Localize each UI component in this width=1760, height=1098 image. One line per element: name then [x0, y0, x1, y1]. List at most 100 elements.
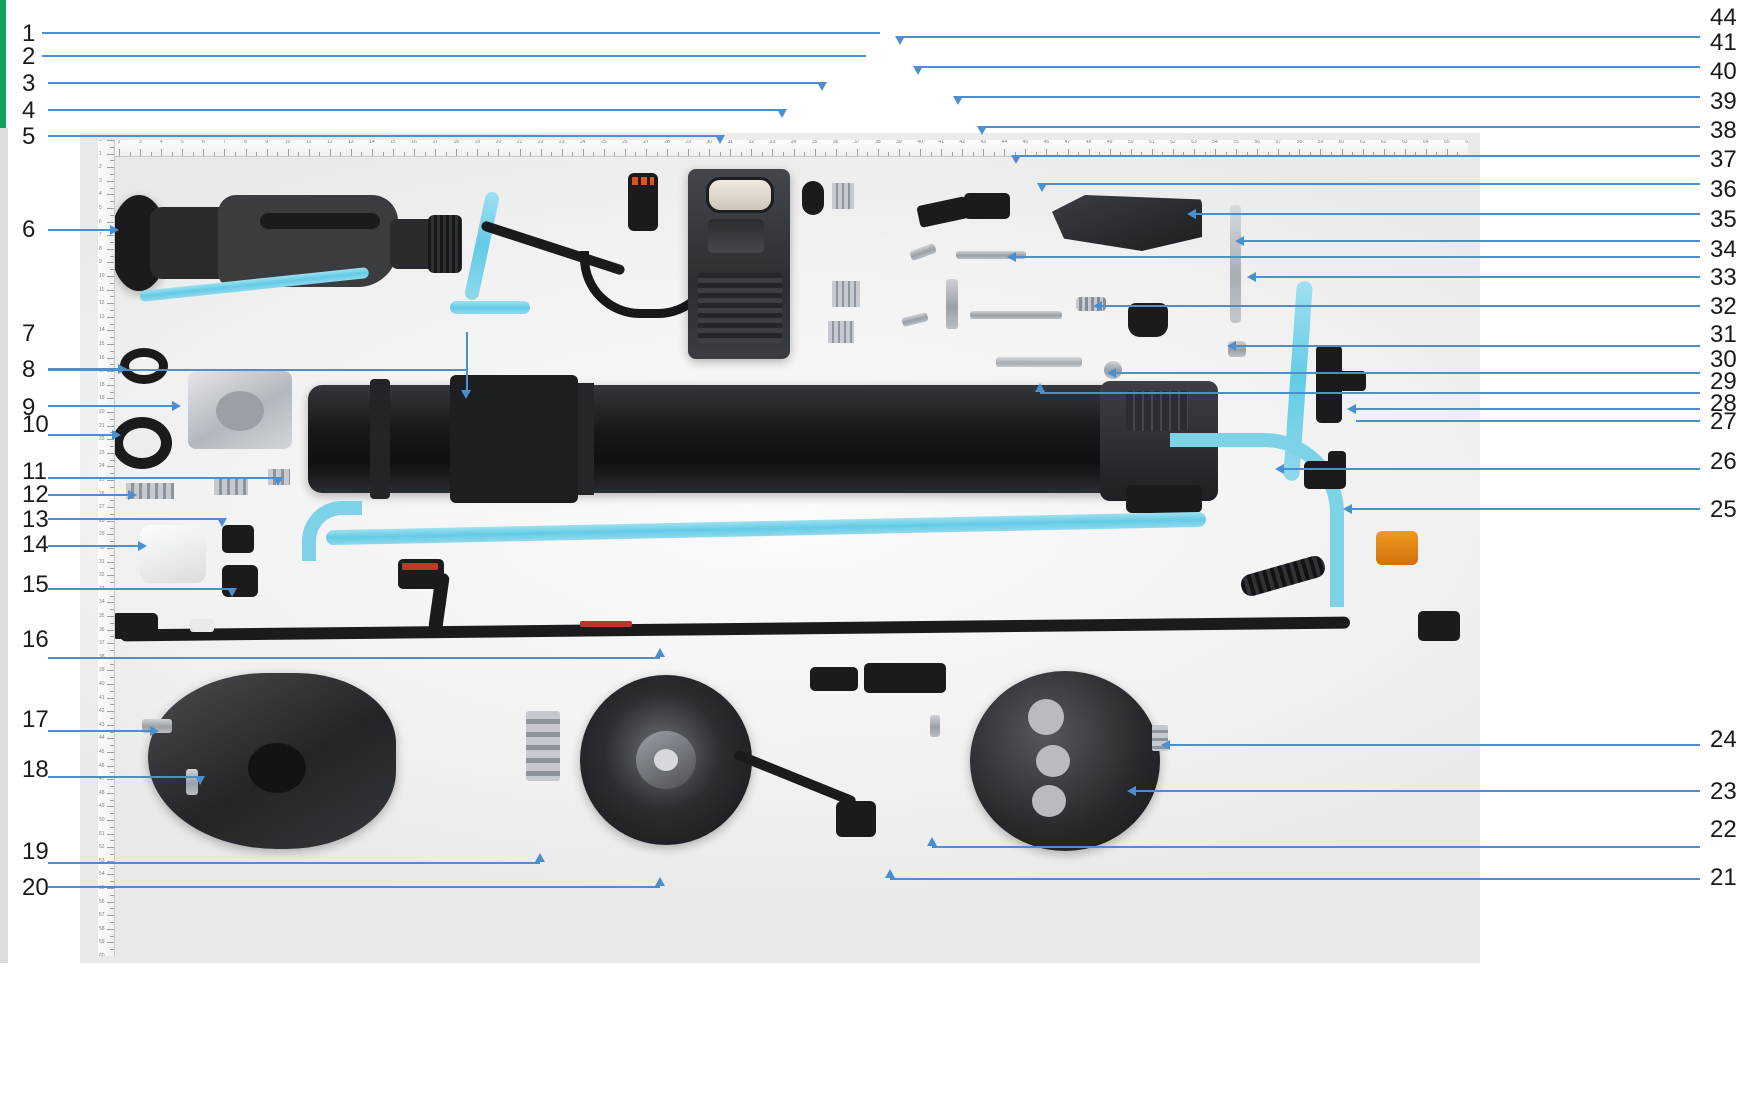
ruler-label: 44: [1001, 140, 1008, 145]
ruler-tick: [1035, 152, 1037, 156]
part-gun-connector-keys: [632, 177, 654, 185]
ruler-tick: [593, 152, 595, 156]
callout-arrow-28: [1347, 404, 1356, 414]
ruler-label: 56: [1254, 140, 1260, 145]
ruler-label: 62: [1380, 140, 1387, 145]
ruler-tick: [1267, 152, 1269, 156]
ruler-label: 55: [99, 885, 105, 891]
callout-label-40: 40: [1710, 58, 1737, 85]
callout-arrow-3: [817, 82, 827, 91]
callout-label-1: 1: [22, 20, 36, 47]
ruler-tick: [110, 527, 114, 529]
ruler-label: 7: [223, 140, 226, 145]
ruler-tick: [110, 187, 114, 189]
ruler-tick: [1215, 149, 1217, 156]
ruler-tick: [107, 357, 114, 359]
ruler-tick: [110, 840, 114, 842]
ruler-tick: [319, 152, 321, 156]
callout-leader-v-7: [466, 332, 468, 390]
ruler-tick: [110, 554, 114, 556]
callout-label-2: 2: [22, 43, 36, 70]
left-edge-strip: [0, 128, 8, 963]
ruler-tick: [993, 152, 995, 156]
callout-label-30: 30: [1710, 346, 1737, 373]
ruler-label: 6: [99, 218, 102, 225]
ruler-tick: [110, 201, 114, 203]
ruler-label: 55: [1233, 140, 1239, 145]
ruler-tick: [110, 446, 114, 447]
callout-arrow-9: [172, 401, 181, 411]
ruler-tick: [1004, 149, 1006, 156]
ruler-tick: [1341, 149, 1343, 156]
ruler-tick: [107, 860, 114, 862]
callout-label-36: 36: [1710, 176, 1737, 203]
part-lever-arm: [964, 193, 1010, 219]
ruler-label: 58: [99, 925, 105, 932]
ruler-tick: [107, 520, 114, 522]
ruler-label: 66: [1465, 140, 1468, 145]
ruler-tick: [107, 425, 114, 427]
ruler-tick: [107, 901, 114, 903]
ruler-label: 54: [99, 871, 105, 878]
ruler-tick: [477, 149, 479, 156]
ruler-tick: [1331, 152, 1332, 156]
ruler-tick: [656, 152, 658, 156]
ruler-label: 49: [99, 803, 105, 810]
ruler-tick: [1078, 152, 1080, 156]
callout-label-16: 16: [22, 626, 49, 653]
ruler-tick: [266, 149, 268, 156]
ruler-label: 58: [1296, 140, 1303, 145]
ruler-tick: [110, 418, 114, 420]
ruler-tick: [110, 160, 114, 162]
ruler-label: 29: [99, 531, 105, 538]
callout-arrow-21: [885, 869, 895, 878]
ruler-tick: [361, 152, 363, 156]
ruler-tick: [150, 152, 152, 156]
ruler-tick: [709, 149, 711, 156]
part-control-box-window: [706, 177, 774, 213]
ruler-tick: [107, 303, 114, 305]
ruler-label: 57: [1275, 140, 1282, 145]
ruler-tick: [107, 194, 114, 196]
ruler-label: 3: [99, 177, 102, 184]
ruler-label: 40: [917, 140, 923, 145]
ruler-tick: [107, 221, 114, 223]
callout-leader-39: [982, 126, 1700, 128]
ruler-tick: [867, 152, 869, 156]
callout-label-14: 14: [22, 531, 49, 558]
part-bolt-long-b: [970, 311, 1062, 319]
ruler-label: 51: [99, 830, 105, 837]
ruler-tick: [110, 350, 114, 352]
ruler-label: 47: [1064, 140, 1071, 145]
ruler-tick: [110, 650, 114, 651]
callout-arrow-25: [1343, 504, 1352, 514]
part-moulded-cover-bore: [248, 743, 306, 793]
ruler-tick: [466, 152, 468, 156]
ruler-tick: [551, 152, 553, 156]
part-clip-b: [864, 663, 946, 693]
ruler-label: 41: [938, 140, 944, 145]
ruler-tick: [530, 152, 532, 156]
ruler-tick: [107, 588, 114, 590]
ruler-tick: [856, 149, 858, 156]
callout-label-31: 31: [1710, 321, 1737, 348]
ruler-tick: [730, 149, 732, 156]
ruler-label: 52: [99, 844, 105, 851]
ruler-tick: [107, 316, 114, 318]
part-black-nut-a: [222, 525, 254, 553]
ruler-tick: [761, 152, 763, 156]
ruler-tick: [107, 602, 114, 604]
ruler-label: 48: [1085, 140, 1092, 145]
ruler-tick: [814, 149, 816, 156]
ruler-label: 14: [369, 140, 375, 145]
ruler-tick: [110, 459, 114, 461]
ruler-tick: [107, 915, 114, 917]
ruler-tick: [350, 149, 352, 156]
ruler-tick: [340, 152, 342, 156]
callout-label-29: 29: [1710, 368, 1737, 395]
ruler-tick: [1067, 149, 1069, 156]
ruler-tick: [1141, 152, 1143, 156]
ruler-tick: [107, 616, 114, 617]
ruler-tick: [1415, 152, 1417, 156]
